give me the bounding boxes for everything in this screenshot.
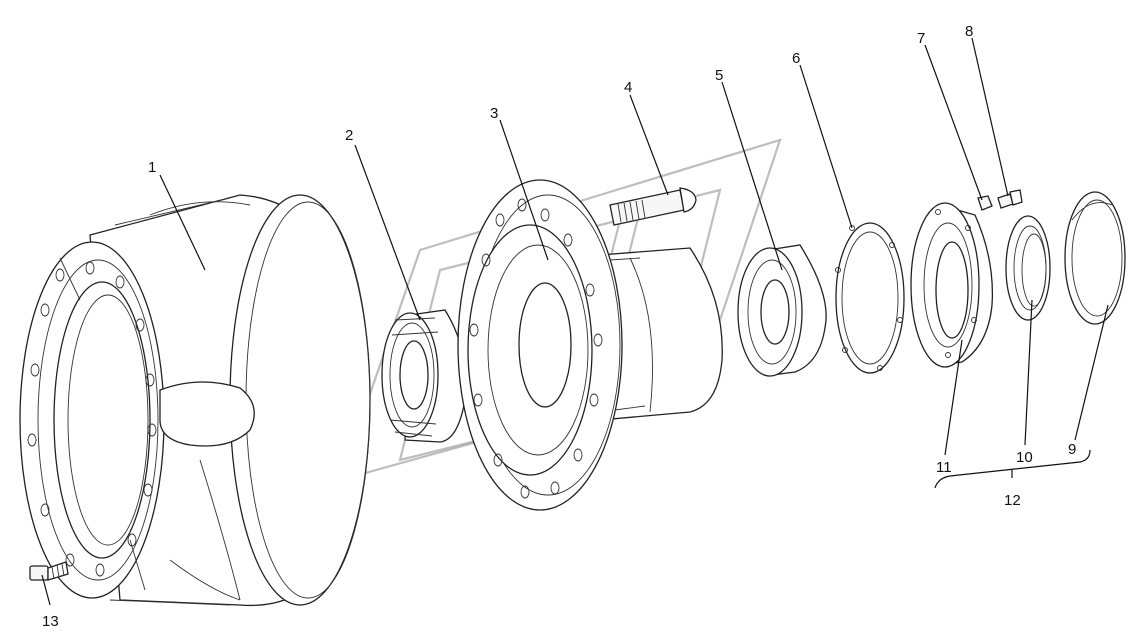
- part-1-brake-drum: [19, 194, 371, 607]
- callout-13: 13: [42, 613, 59, 630]
- part-5-bearing: [737, 244, 827, 377]
- callout-labels: 1 2 3 4 5 6 7 8 9 10 11 12 13: [42, 23, 1076, 630]
- hub-bolt-holes: [469, 198, 603, 499]
- part-2-bearing: [381, 309, 467, 443]
- callout-10: 10: [1016, 449, 1033, 466]
- leader-lines: [41, 37, 1109, 606]
- part-6-gasket: [835, 222, 905, 374]
- part-11-cap-housing: [910, 202, 994, 368]
- part-10-seal: [1005, 215, 1051, 321]
- part-3-wheel-hub: [457, 179, 723, 511]
- callout-12: 12: [1004, 492, 1021, 509]
- part-13-bolt: [29, 561, 69, 581]
- callout-11: 11: [936, 459, 952, 476]
- callout-9: 9: [1068, 441, 1076, 458]
- callout-3: 3: [490, 105, 498, 122]
- callout-5: 5: [715, 67, 723, 84]
- part-9-cover: [1064, 191, 1126, 325]
- part-4-stud: [609, 187, 697, 226]
- callout-6: 6: [792, 50, 800, 67]
- part-8-screw: [997, 189, 1023, 209]
- part-7-nut: [977, 195, 993, 211]
- callout-8: 8: [965, 23, 973, 40]
- callout-4: 4: [624, 79, 632, 96]
- callout-1: 1: [148, 159, 156, 176]
- callout-2: 2: [345, 127, 353, 144]
- callout-7: 7: [917, 30, 925, 47]
